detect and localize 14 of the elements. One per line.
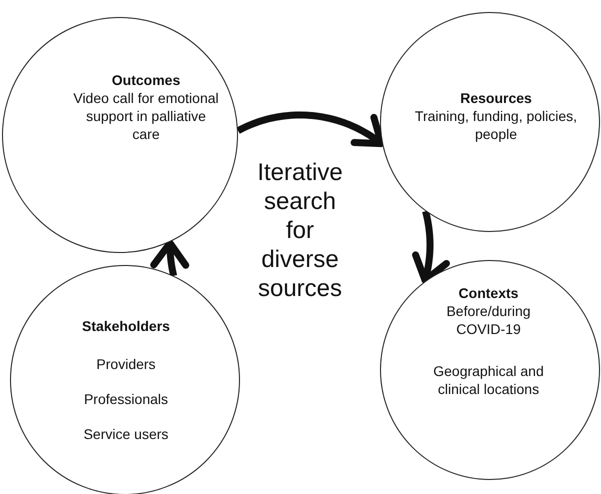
node-text: Providers <box>95 355 157 373</box>
node-text: Service users <box>82 425 170 443</box>
node-text: Geographical and clinical locations <box>432 362 545 398</box>
cycle-arrow <box>412 208 450 284</box>
cycle-arrow <box>236 112 385 148</box>
node-heading: Resources <box>459 89 533 107</box>
node-heading: Contexts <box>458 284 520 302</box>
node-text: Video call for emotional support in palliative care <box>72 89 220 143</box>
node-heading: Outcomes <box>110 71 182 89</box>
node-heading: Stakeholders <box>81 317 171 335</box>
node-text: Professionals <box>82 390 170 408</box>
center-label: Iterative search for diverse sources <box>256 158 344 303</box>
node-text: Before/during COVID-19 <box>445 302 532 338</box>
node-text: Training, funding, policies, people <box>414 107 578 143</box>
